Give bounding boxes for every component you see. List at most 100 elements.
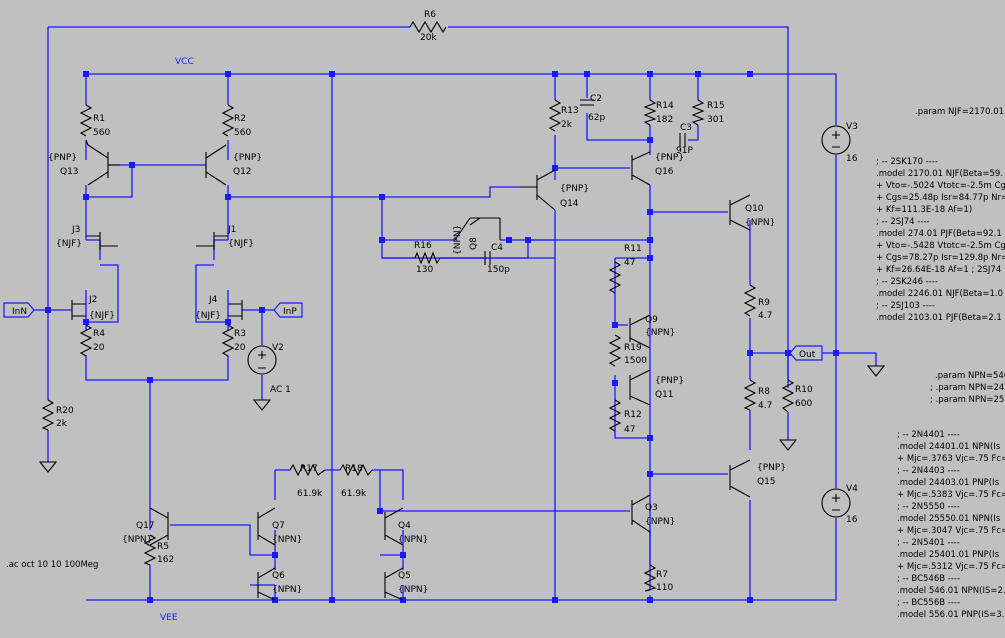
- bjt-model-block[interactable]: ; -- 2N4401 ---- .model 24401.01 NPN(Is …: [897, 430, 1005, 620]
- svg-text:.model 25550.01 NPN(Is: .model 25550.01 NPN(Is: [897, 514, 1001, 524]
- val-c4: 150p: [487, 265, 510, 275]
- type-q8: {NPN}: [453, 225, 463, 255]
- svg-text:.model 24401.01 NPN(Is: .model 24401.01 NPN(Is: [897, 442, 1001, 452]
- val-v2: AC 1: [270, 385, 291, 395]
- ref-r12: R12: [624, 410, 642, 420]
- svg-text:+ Kf=26.64E-18 Af=1 ; 2SJ74: + Kf=26.64E-18 Af=1 ; 2SJ74: [876, 265, 1001, 275]
- resistor-r1: [79, 104, 93, 137]
- port-out-label[interactable]: Out: [799, 350, 816, 360]
- type-q10: {NPN}: [745, 218, 775, 228]
- svg-text:; -- 2N4403 ----: ; -- 2N4403 ----: [897, 466, 960, 476]
- ref-q8: Q8: [469, 237, 479, 250]
- type-q9: {NPN}: [645, 328, 675, 338]
- resistor-r9: [743, 284, 757, 317]
- svg-text:+ Cgs=78.27p Isr=129.8p Nr=: + Cgs=78.27p Isr=129.8p Nr=: [876, 253, 1005, 263]
- jfet-symbols: [71, 232, 243, 320]
- val-r2: 560: [234, 128, 251, 138]
- svg-text:+ Mjc=.3047 Vjc=.75 Fc=.: + Mjc=.3047 Vjc=.75 Fc=.: [897, 526, 1005, 536]
- resistor-r17: [289, 463, 326, 477]
- jfet-model-block[interactable]: ; -- 2SK170 ---- .model 2170.01 NJF(Beta…: [876, 157, 1005, 323]
- svg-text:; .param NPN=24: ; .param NPN=24: [930, 383, 1004, 393]
- svg-text:+ Vto=-.5428 Vtotc=-2.5m Cgc: + Vto=-.5428 Vtotc=-2.5m Cgc: [876, 241, 1005, 251]
- type-j1: {NJF}: [228, 239, 254, 249]
- type-q6: {NPN}: [272, 585, 302, 595]
- svg-text:; -- BC556B ----: ; -- BC556B ----: [897, 598, 960, 608]
- transistor-symbols: [85, 139, 751, 601]
- ref-q15: Q15: [757, 477, 776, 487]
- type-q7: {NPN}: [272, 535, 302, 545]
- param-njf[interactable]: .param NJF=2170.01: [915, 107, 1004, 117]
- ref-r3: R3: [234, 329, 246, 339]
- ground-r20: [38, 461, 58, 473]
- type-q11: {PNP}: [655, 376, 684, 386]
- ground-symbols: [38, 365, 886, 473]
- type-j2: {NJF}: [89, 311, 115, 321]
- port-inp-label[interactable]: InP: [283, 307, 297, 317]
- bjt-param-block[interactable]: .param NPN=546 ; .param NPN=24 ; .param …: [930, 371, 1005, 405]
- ref-r2: R2: [234, 114, 246, 124]
- ref-q17: Q17: [136, 521, 155, 531]
- ref-q6: Q6: [272, 571, 285, 581]
- wires: [30, 26, 877, 601]
- ref-r8: R8: [758, 387, 770, 397]
- ground-r10: [778, 439, 798, 451]
- svg-text:; -- 2N5401 ----: ; -- 2N5401 ----: [897, 538, 960, 548]
- resistor-r15: [691, 99, 705, 126]
- ref-v4: V4: [846, 484, 858, 494]
- type-q14: {PNP}: [560, 184, 589, 194]
- jfet-j4: [228, 300, 243, 320]
- resistor-r3: [221, 324, 235, 357]
- net-vcc-label: VCC: [175, 57, 194, 67]
- type-j3: {NJF}: [56, 239, 82, 249]
- resistor-r6: [409, 20, 447, 34]
- resistor-r4: [79, 324, 93, 357]
- ref-c3: C3: [680, 123, 692, 133]
- jfet-j3: [86, 232, 118, 250]
- resistor-symbols: [41, 20, 795, 592]
- jfet-j1: [196, 232, 228, 250]
- svg-text:+ Mjc=.5383 Vjc=.75 Fc=.: + Mjc=.5383 Vjc=.75 Fc=.: [897, 490, 1005, 500]
- ac-directive[interactable]: .ac oct 10 10 100Meg: [6, 560, 98, 570]
- svg-text:.model 556.01 PNP(IS=3.: .model 556.01 PNP(IS=3.: [897, 610, 1004, 620]
- transistor-q13: [85, 139, 120, 186]
- resistor-r8: [743, 379, 757, 411]
- ref-q9: Q9: [645, 315, 658, 325]
- transistor-q6: [257, 567, 276, 601]
- val-r7: 110: [656, 583, 673, 593]
- svg-text:.model 546.01 NPN(IS=2.: .model 546.01 NPN(IS=2.: [897, 586, 1005, 596]
- svg-text:.model 2246.01 NJF(Beta=1.0: .model 2246.01 NJF(Beta=1.0: [876, 289, 1003, 299]
- transistor-q17: [149, 507, 169, 546]
- val-r16: 130: [416, 265, 433, 275]
- val-r11: 47: [624, 258, 635, 268]
- transistor-q3: [631, 494, 651, 533]
- ref-r15: R15: [707, 101, 725, 111]
- transistor-q16: [631, 151, 651, 186]
- ref-q16: Q16: [655, 167, 674, 177]
- type-q16: {PNP}: [655, 153, 684, 163]
- svg-text:; -- 2SK246 ----: ; -- 2SK246 ----: [876, 277, 938, 287]
- resistor-r16: [414, 251, 441, 265]
- jfet-j2: [71, 300, 86, 320]
- port-inn-label[interactable]: InN: [12, 307, 27, 317]
- transistor-q10: [729, 194, 751, 231]
- svg-text:; .param NPN=25: ; .param NPN=25: [930, 395, 1004, 405]
- resistor-r7: [643, 564, 657, 592]
- ref-r20: R20: [56, 406, 74, 416]
- val-v4: 16: [846, 515, 858, 525]
- ref-r16: R16: [414, 241, 432, 251]
- transistor-q9: [629, 314, 651, 349]
- ref-r13: R13: [561, 106, 579, 116]
- source-v3: [821, 125, 851, 155]
- val-r15: 301: [707, 115, 724, 125]
- svg-text:; -- 2N5550 ----: ; -- 2N5550 ----: [897, 502, 960, 512]
- port-symbols: [3, 302, 823, 361]
- resistor-r12: [608, 399, 622, 432]
- net-vee-label: VEE: [160, 613, 178, 623]
- svg-text:; -- 2N4401 ----: ; -- 2N4401 ----: [897, 430, 960, 440]
- svg-text:+ Vto=-.5024 Vtotc=-2.5m Cgc: + Vto=-.5024 Vtotc=-2.5m Cgc: [876, 181, 1005, 191]
- transistor-q11: [629, 369, 651, 406]
- ref-r6: R6: [424, 10, 436, 20]
- val-r4: 20: [93, 343, 105, 353]
- val-r3: 20: [234, 343, 246, 353]
